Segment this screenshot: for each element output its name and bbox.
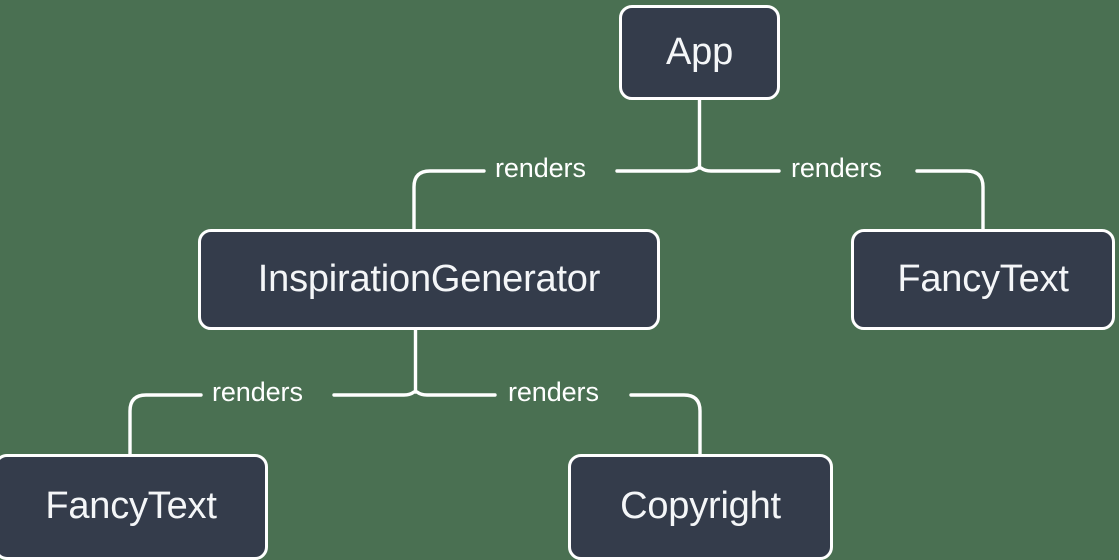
node-fancytext-bottom[interactable]: FancyText — [0, 454, 268, 560]
edge-label-inspirationgenerator-to-copyright: renders — [508, 377, 599, 407]
node-inspiration-generator-label: InspirationGenerator — [257, 257, 601, 300]
connector-app-to-inspirationgenerator-tail — [412, 169, 486, 231]
edge-label-app-to-inspirationgenerator: renders — [495, 153, 586, 183]
edge-label-app-to-fancytext-right: renders — [791, 153, 882, 183]
connector-inspirationgenerator-to-fancytext-bottom — [332, 390, 416, 397]
node-fancytext-right[interactable]: FancyText — [851, 229, 1115, 330]
node-fancytext-bottom-label: FancyText — [45, 485, 217, 527]
node-inspiration-generator[interactable]: InspirationGenerator — [198, 229, 660, 330]
connector-inspirationgenerator-to-fancytext-bottom-tail — [128, 393, 203, 456]
node-app-label: App — [665, 30, 733, 73]
edge-label-inspirationgenerator-to-fancytext-bottom: renders — [212, 377, 303, 407]
node-copyright-label: Copyright — [620, 485, 781, 527]
connector-app-to-fancytext-right — [699, 166, 781, 173]
node-copyright[interactable]: Copyright — [568, 454, 833, 560]
connector-app-to-inspirationgenerator — [615, 166, 700, 173]
connector-app-to-fancytext-right-tail — [915, 169, 985, 231]
node-app[interactable]: App — [619, 5, 780, 100]
connector-inspirationgenerator-to-copyright — [415, 390, 497, 397]
node-fancytext-right-label: FancyText — [897, 257, 1069, 300]
connector-inspirationgenerator-to-copyright-tail — [629, 393, 702, 456]
